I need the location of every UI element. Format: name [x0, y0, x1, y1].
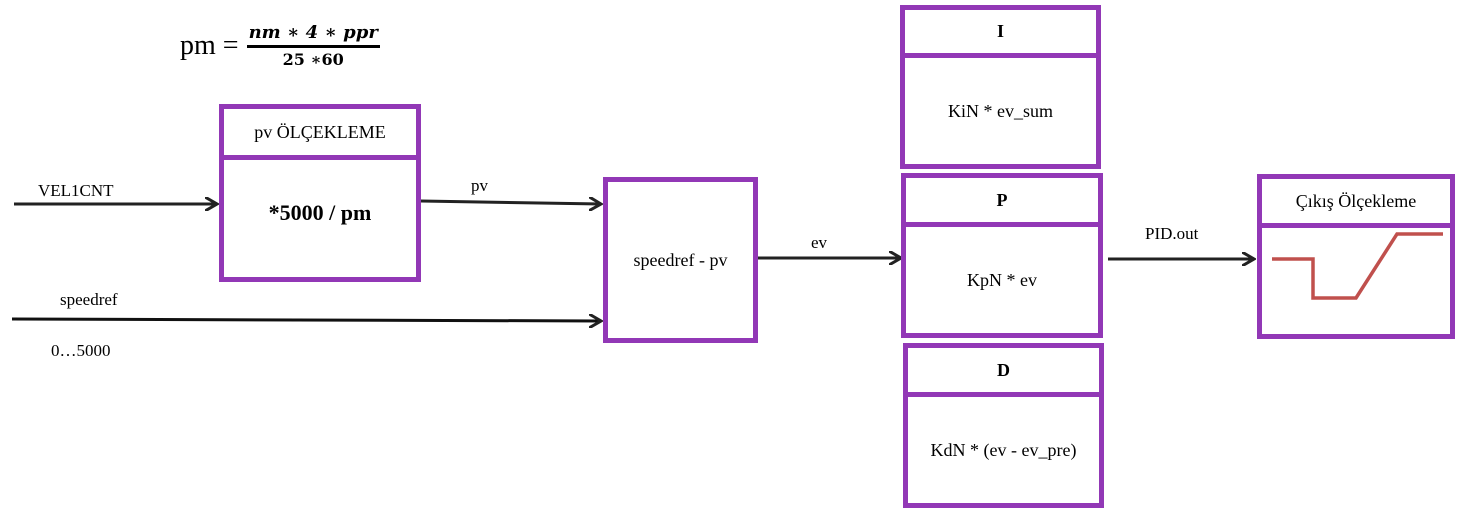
pv-scaling-expression: *5000 / pm [268, 199, 372, 225]
integral-title: I [905, 10, 1096, 58]
fraction-bar [246, 45, 380, 48]
speedref-label: speedref [60, 290, 118, 309]
output-curve [1272, 232, 1443, 300]
pv-label: pv [471, 176, 488, 195]
derivative-expression: KdN * (ev - ev_pre) [930, 439, 1077, 460]
speedref-arrow [11, 319, 601, 321]
output-scaling-graph [1272, 232, 1443, 300]
vel1cnt-label: VEL1CNT [38, 181, 114, 200]
pid-out-label: PID.out [1145, 224, 1199, 243]
speedref-range-label: 0…5000 [51, 341, 111, 360]
formula-lhs: pm = [180, 29, 239, 61]
proportional-expression: KpN * ev [967, 269, 1037, 290]
pv-scaling-block[interactable]: pv ÖLÇEKLEME *5000 / pm [219, 104, 421, 282]
error-expression: speedref - pv [633, 249, 728, 270]
error-block[interactable]: speedref - pv [603, 177, 758, 343]
pv-scaling-title: pv ÖLÇEKLEME [224, 109, 416, 160]
output-scaling-title: Çıkış Ölçekleme [1262, 179, 1450, 228]
output-scaling-block[interactable]: Çıkış Ölçekleme [1257, 174, 1455, 339]
proportional-title: P [906, 178, 1098, 227]
formula-numerator: nm ∗ 4 ∗ ppr [248, 22, 378, 43]
integral-expression: KiN * ev_sum [948, 100, 1053, 121]
integral-block[interactable]: I KiN * ev_sum [900, 5, 1101, 169]
ev-label: ev [811, 233, 828, 252]
formula-fraction: nm ∗ 4 ∗ ppr 25 ∗60 [246, 22, 380, 69]
derivative-block[interactable]: D KdN * (ev - ev_pre) [903, 343, 1104, 508]
proportional-block[interactable]: P KpN * ev [901, 173, 1103, 338]
pv-arrow [420, 201, 601, 204]
pm-formula: pm = nm ∗ 4 ∗ ppr 25 ∗60 [180, 22, 380, 69]
formula-denominator: 25 ∗60 [282, 50, 344, 69]
derivative-title: D [908, 348, 1099, 397]
